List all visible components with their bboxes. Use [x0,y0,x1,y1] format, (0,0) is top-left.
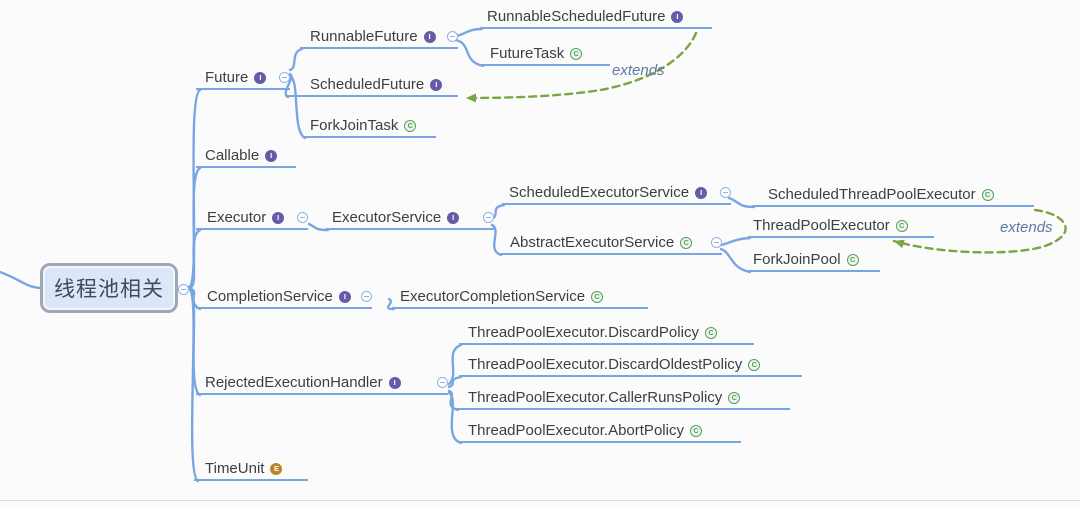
node-label: RunnableFuture [310,27,418,45]
collapse-button[interactable] [361,291,372,302]
node-runnableFuture[interactable]: RunnableFuture I [300,26,458,49]
interface-icon: I [695,186,708,199]
node-scheduledThreadPoolExecutor[interactable]: ScheduledThreadPoolExecutor C [752,184,1034,207]
node-label: RejectedExecutionHandler [205,373,383,391]
node-label: RunnableScheduledFuture [487,7,666,25]
interface-icon: I [265,149,278,162]
interface-icon: I [272,211,285,224]
node-timeUnit[interactable]: TimeUnit E [194,458,308,481]
collapse-button[interactable] [711,237,722,248]
interface-icon: I [447,211,460,224]
root-topic-label: 线程池相关 [54,278,164,301]
node-executor[interactable]: Executor I [196,207,308,230]
node-abstractExecutorService[interactable]: AbstractExecutorService C [499,232,722,255]
collapse-button[interactable] [447,31,458,42]
class-icon: C [748,358,761,371]
enum-icon: E [270,462,283,475]
class-icon: C [704,326,717,339]
interface-icon: I [430,78,443,91]
node-label: ThreadPoolExecutor.DiscardOldestPolicy [468,355,743,373]
node-label: ScheduledFuture [310,75,425,93]
node-executorCompletionService[interactable]: ExecutorCompletionService C [392,286,648,309]
node-rejectedExecutionHandler[interactable]: RejectedExecutionHandler I [196,372,448,395]
class-icon: C [981,188,994,201]
node-label: ForkJoinPool [753,250,841,268]
extends-label: extends [1000,219,1053,236]
extends-arrow-right [892,208,1067,254]
extends-arrows [464,31,1067,254]
node-label: AbstractExecutorService [510,233,675,251]
class-icon: C [680,236,693,249]
node-label: Executor [207,208,267,226]
node-label: ExecutorService [332,208,442,226]
node-threadPoolExecutor[interactable]: ThreadPoolExecutor C [748,215,934,238]
node-label: ThreadPoolExecutor.AbortPolicy [468,421,684,439]
collapse-button[interactable] [720,187,731,198]
node-label: TimeUnit [205,459,265,477]
window-bottom-edge [0,500,1080,501]
interface-icon: I [254,71,267,84]
node-label: ScheduledExecutorService [509,183,690,201]
node-label: ScheduledThreadPoolExecutor [768,185,976,203]
node-discardOldestPolicy[interactable]: ThreadPoolExecutor.DiscardOldestPolicy C [459,354,802,377]
node-abortPolicy[interactable]: ThreadPoolExecutor.AbortPolicy C [459,420,741,443]
class-icon: C [728,391,741,404]
node-label: ThreadPoolExecutor [753,216,890,234]
node-scheduledFuture[interactable]: ScheduledFuture I [286,74,458,97]
interface-icon: I [388,376,401,389]
node-label: Callable [205,146,260,164]
class-icon: C [895,219,908,232]
interface-icon: I [338,290,351,303]
node-callable[interactable]: Callable I [196,145,296,168]
collapse-button[interactable] [178,284,189,295]
collapse-button[interactable] [437,377,448,388]
node-executorService[interactable]: ExecutorService I [326,207,494,230]
node-callerRunsPolicy[interactable]: ThreadPoolExecutor.CallerRunsPolicy C [456,387,790,410]
node-completionService[interactable]: CompletionService I [196,286,372,309]
class-icon: C [591,290,604,303]
class-icon: C [570,47,583,60]
extends-arrow-top [464,31,698,103]
node-scheduledExecutorService[interactable]: ScheduledExecutorService I [502,182,731,205]
node-label: ThreadPoolExecutor.CallerRunsPolicy [468,388,723,406]
root-topic[interactable]: 线程池相关 [40,263,178,313]
collapse-button[interactable] [483,212,494,223]
node-label: ThreadPoolExecutor.DiscardPolicy [468,323,699,341]
interface-icon: I [423,30,436,43]
node-label: Future [205,68,249,86]
node-forkJoinPool[interactable]: ForkJoinPool C [748,249,880,272]
interface-icon: I [671,10,684,23]
class-icon: C [846,253,859,266]
node-futureTask[interactable]: FutureTask C [481,43,610,66]
collapse-button[interactable] [279,72,290,83]
node-label: FutureTask [490,44,565,62]
branch-parent-root [0,270,42,290]
node-label: ExecutorCompletionService [400,287,586,305]
branch-connectors [0,27,756,483]
collapse-button[interactable] [297,212,308,223]
extends-label: extends [612,62,665,79]
class-icon: C [404,119,417,132]
node-runnableScheduledFuture[interactable]: RunnableScheduledFuture I [480,6,712,29]
node-forkJoinTask[interactable]: ForkJoinTask C [303,115,436,138]
node-future[interactable]: Future I [196,67,290,90]
node-label: ForkJoinTask [310,116,399,134]
node-discardPolicy[interactable]: ThreadPoolExecutor.DiscardPolicy C [459,322,754,345]
class-icon: C [689,424,702,437]
node-label: CompletionService [207,287,333,305]
